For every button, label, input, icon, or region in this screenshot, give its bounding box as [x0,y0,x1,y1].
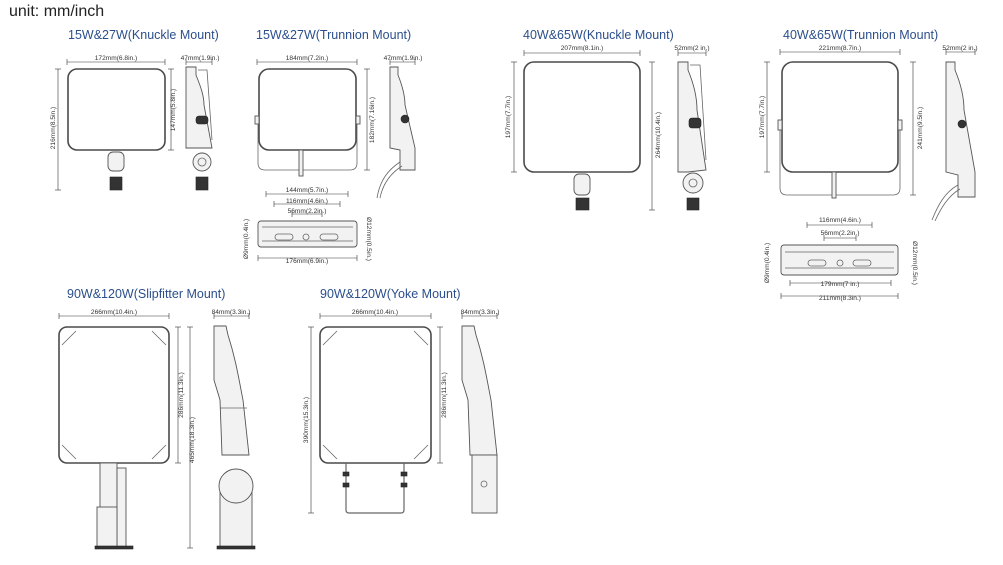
section-title: 40W&65W(Trunnion Mount) [783,28,938,42]
section-title: 90W&120W(Yoke Mount) [320,287,461,301]
section-title: 90W&120W(Slipfitter Mount) [67,287,225,301]
dim-width: 172mm(6.8in.) [95,55,138,62]
fixture-side-view [677,61,707,173]
dim-width: 266mm(10.4in.) [91,309,137,316]
dim-height: 241mm(9.5in.) [917,107,924,150]
dim-hole-small: Ø9mm(0.4in.) [764,243,771,283]
section-15w-27w-knuckle: 15W&27W(Knuckle Mount) 172mm(6.8in.) 47m… [50,28,220,191]
dim-bottom: 56mm(2.2in.) [288,208,327,215]
dim-depth: 84mm(3.3in.) [461,309,500,316]
dim-hole-small: Ø9mm(0.4in.) [243,219,250,259]
fixture-side-view [213,325,250,456]
threaded-nut [109,176,123,191]
dim-height: 264mm(10.4in.) [655,112,662,158]
dim-width: 221mm(8.7in.) [819,45,862,52]
dim-depth: 84mm(3.3in.) [212,309,251,316]
fixture-front-view [523,61,641,173]
trunnion-bracket [779,125,901,196]
fixture-front-view [58,326,170,464]
dim-height: 390mm(15.3in.) [303,397,310,443]
knuckle [573,173,591,196]
dim-bottom: 211mm(8.3in.) [819,295,861,302]
unit-label: unit: mm/inch [9,3,104,20]
dim-width: 184mm(7.2in.) [286,55,329,62]
fixture-front-view [67,68,166,151]
dim-bottom: 176mm(6.9in.) [286,258,329,265]
dimension-lines [55,49,976,549]
cable [298,149,304,177]
fixture-side-view [945,61,976,198]
dim-height: 182mm(7.16in.) [369,97,376,143]
dim-hole-large: Ø12mm(0.5in.) [911,241,918,285]
dim-depth: 47mm(1.9in.) [384,55,423,62]
dim-depth: 52mm(2 in.) [942,45,977,52]
dim-body-height: 286mm(11.3in.) [441,372,448,418]
section-title: 40W&65W(Knuckle Mount) [523,28,674,42]
section-90w-120w-yoke: 90W&120W(Yoke Mount) 266mm(10.4in.) 84mm… [303,287,500,514]
section-40w-65w-knuckle: 40W&65W(Knuckle Mount) 207mm(8.1in.) 52m… [505,28,710,211]
dim-body-height: 286mm(11.3in.) [178,372,185,418]
section-90w-120w-slipfitter: 90W&120W(Slipfitter Mount) 266mm(10.4in.… [58,287,256,550]
fixture-front-view [258,68,357,151]
dim-hole-large: Ø12mm(0.5in.) [365,217,372,261]
knuckle-side [192,152,212,172]
dim-body-height: 197mm(7.7in.) [505,96,512,139]
section-15w-27w-trunnion: 15W&27W(Trunnion Mount) 184mm(7.2in.) 47… [243,28,422,265]
dim-bottom: 116mm(4.6in.) [286,198,328,205]
fixture-side-view [461,325,498,456]
knuckle [107,151,125,172]
fixture-front-view [319,326,432,464]
fixture-side-view [185,66,213,149]
dim-depth: 52mm(2 in.) [674,45,709,52]
dim-bottom: 116mm(4.6in.) [819,217,861,224]
dim-height: 465mm(18.3in.) [189,417,196,463]
dim-width: 266mm(10.4in.) [352,309,398,316]
dim-bottom: 179mm(7 in.) [821,281,860,288]
section-title: 15W&27W(Trunnion Mount) [256,28,411,42]
dim-body-height: 147mm(5.8in.) [170,89,177,132]
dim-width: 207mm(8.1in.) [561,45,604,52]
dim-bottom: 144mm(5.7in.) [286,187,329,194]
dim-depth: 47mm(1.9in.) [181,55,220,62]
section-40w-65w-trunnion: 40W&65W(Trunnion Mount) 221mm(8.7in.) 52… [759,28,978,302]
yoke-bracket [345,463,405,514]
section-title: 15W&27W(Knuckle Mount) [68,28,219,42]
dim-height: 216mm(8.5in.) [50,107,57,150]
yoke-side [471,454,498,514]
dim-bottom: 56mm(2.2in.) [821,230,860,237]
fixture-front-view [781,61,899,173]
trunnion-bracket [257,118,358,171]
dim-body-height: 197mm(7.7in.) [759,96,766,139]
